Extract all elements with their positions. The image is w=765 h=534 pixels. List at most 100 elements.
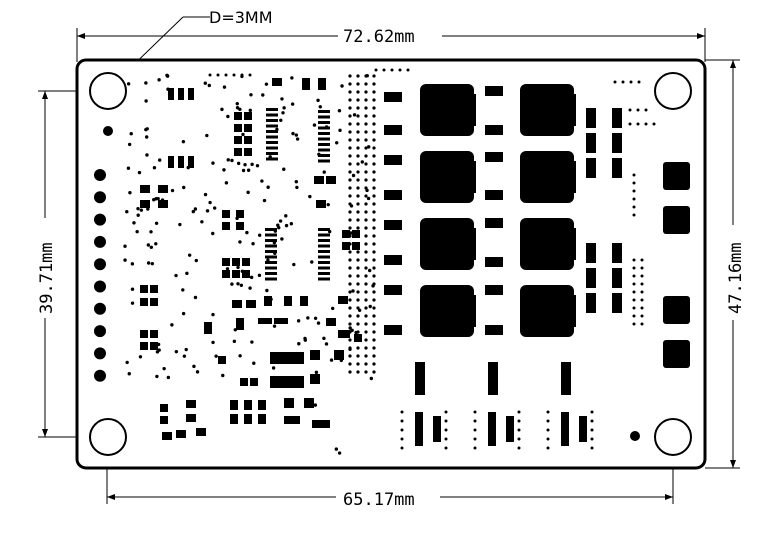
fiducial-mark <box>630 431 640 441</box>
via <box>628 108 632 112</box>
smd-pad <box>310 374 320 384</box>
via <box>272 324 277 328</box>
smd-pad <box>218 356 226 364</box>
via <box>356 362 360 366</box>
via <box>126 82 131 86</box>
via <box>406 68 410 72</box>
via <box>208 73 212 77</box>
via <box>314 370 319 375</box>
via <box>152 197 156 202</box>
ic-pin <box>266 141 278 144</box>
via <box>400 419 404 423</box>
via <box>178 222 182 227</box>
via <box>364 314 368 318</box>
smd-component <box>586 158 596 178</box>
via <box>330 306 335 311</box>
via <box>632 290 636 294</box>
via <box>335 141 339 145</box>
via <box>284 214 288 218</box>
via <box>212 206 217 210</box>
via <box>372 250 376 254</box>
via <box>239 283 244 287</box>
via <box>348 194 352 198</box>
via <box>356 146 360 150</box>
ic-pin <box>318 137 330 141</box>
smd-component <box>612 158 622 178</box>
smd-component <box>612 133 622 153</box>
smd-pad <box>140 298 148 306</box>
large-pad <box>663 162 690 190</box>
via <box>334 447 339 451</box>
via <box>226 158 230 162</box>
power-inductor <box>520 218 574 270</box>
via <box>640 298 644 302</box>
via <box>276 223 280 227</box>
via <box>366 196 371 201</box>
smd-component <box>488 412 496 446</box>
smd-component <box>612 268 622 288</box>
smd-pad <box>150 342 158 350</box>
smd-pad <box>485 86 503 96</box>
via <box>348 202 352 206</box>
via <box>184 347 188 352</box>
via <box>640 282 644 286</box>
via <box>382 68 386 72</box>
via <box>166 375 171 380</box>
via <box>356 266 360 270</box>
via <box>372 266 376 270</box>
via <box>640 322 644 326</box>
smd-pad <box>188 88 194 100</box>
via <box>294 133 299 137</box>
via <box>348 146 352 150</box>
via <box>517 410 521 414</box>
via <box>640 314 644 318</box>
via <box>222 85 227 89</box>
smd-component <box>586 108 596 128</box>
via <box>364 122 368 126</box>
power-inductor <box>520 151 574 203</box>
mounting-hole-bottom-left <box>89 418 127 456</box>
via <box>546 428 550 432</box>
smd-pad <box>384 155 402 165</box>
via <box>185 271 189 276</box>
smd-component <box>586 293 596 313</box>
via <box>356 130 360 134</box>
via <box>356 82 360 86</box>
via <box>364 282 368 286</box>
via <box>211 312 215 317</box>
smd-pad <box>236 210 244 218</box>
via <box>364 362 368 366</box>
ic-pin <box>266 108 278 111</box>
via <box>644 122 648 126</box>
via <box>348 74 352 78</box>
smd-pad <box>284 398 294 408</box>
smd-pad <box>140 200 150 208</box>
via <box>313 316 318 321</box>
via <box>613 80 617 84</box>
via <box>230 158 234 163</box>
smd-pad <box>258 318 272 324</box>
via <box>444 437 448 441</box>
fiducial-mark <box>103 126 113 136</box>
via <box>364 162 368 166</box>
hole-diameter-label: D=3MM <box>209 8 273 27</box>
smd-pad <box>230 400 238 410</box>
via <box>174 349 179 354</box>
via <box>154 221 159 225</box>
via <box>356 170 360 174</box>
via <box>144 81 148 85</box>
via <box>246 168 251 172</box>
mounting-hole-top-right <box>654 72 692 110</box>
smd-pad <box>242 258 250 266</box>
via <box>249 275 254 280</box>
via <box>372 306 376 310</box>
via <box>400 437 404 441</box>
via <box>324 342 329 346</box>
ic-pin <box>265 233 277 237</box>
via <box>356 90 360 94</box>
smd-pad <box>304 398 314 408</box>
smd-pad <box>188 156 194 168</box>
via <box>364 306 368 310</box>
via <box>640 306 644 310</box>
smd-pad <box>352 242 360 250</box>
